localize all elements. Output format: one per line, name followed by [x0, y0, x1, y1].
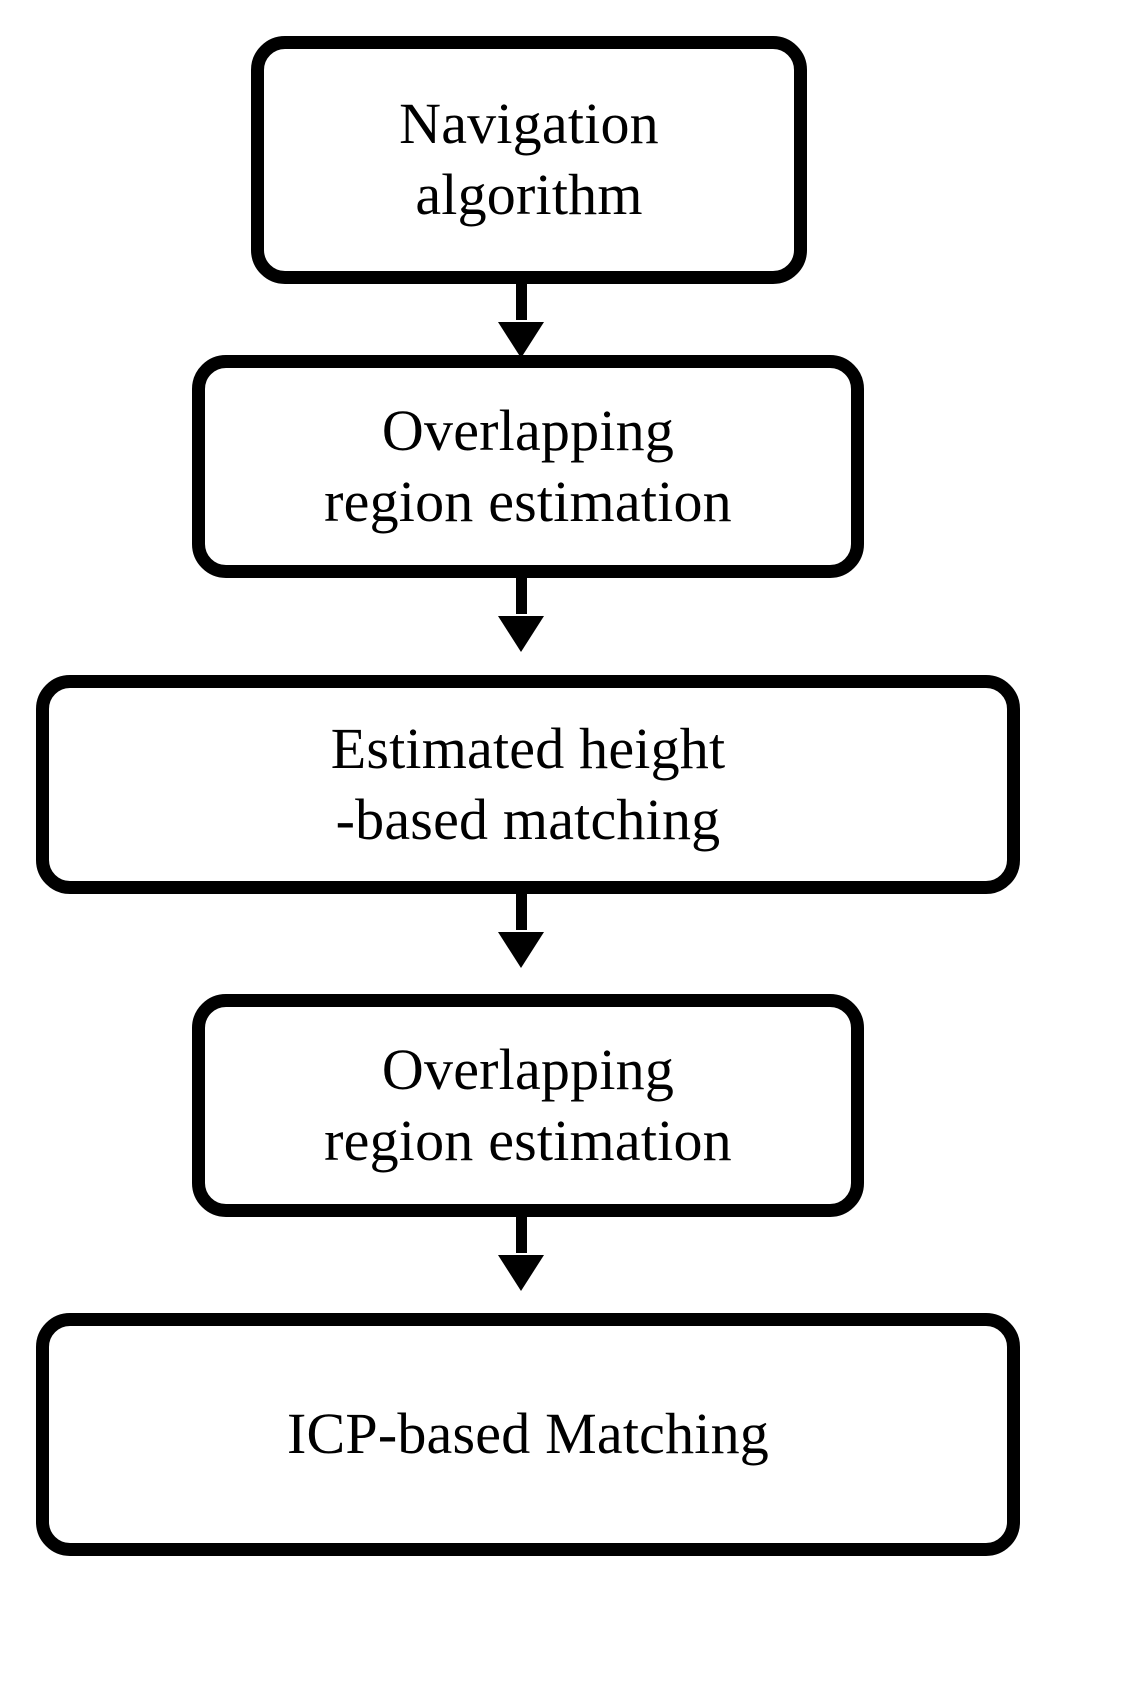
arrowhead-down-icon: [498, 322, 544, 358]
connector-line: [516, 894, 527, 930]
connector-line: [516, 284, 527, 320]
flow-node-label: Estimated height -based matching: [330, 715, 726, 852]
flow-node-label: ICP-based Matching: [286, 1401, 769, 1467]
connector-line: [516, 578, 527, 614]
flow-node-label: Overlapping region estimation: [324, 1036, 732, 1173]
flow-node-icp-based-matching[interactable]: ICP-based Matching: [36, 1313, 1020, 1556]
flow-node-estimated-height-based-matching[interactable]: Estimated height -based matching: [36, 675, 1020, 894]
flow-node-overlapping-region-estimation-2[interactable]: Overlapping region estimation: [192, 994, 864, 1217]
arrowhead-down-icon: [498, 1255, 544, 1291]
flow-node-navigation-algorithm[interactable]: Navigation algorithm: [251, 36, 807, 284]
connector-line: [516, 1217, 527, 1253]
flow-node-label: Overlapping region estimation: [324, 397, 732, 534]
arrowhead-down-icon: [498, 932, 544, 968]
flow-node-label: Navigation algorithm: [399, 91, 659, 227]
flow-node-overlapping-region-estimation-1[interactable]: Overlapping region estimation: [192, 355, 864, 578]
arrowhead-down-icon: [498, 616, 544, 652]
